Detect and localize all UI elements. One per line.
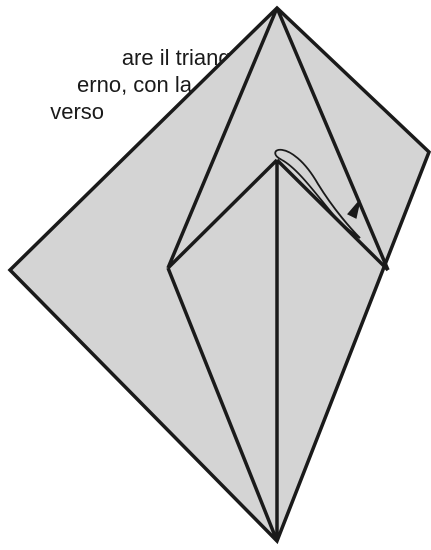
paper-outline	[10, 8, 429, 541]
